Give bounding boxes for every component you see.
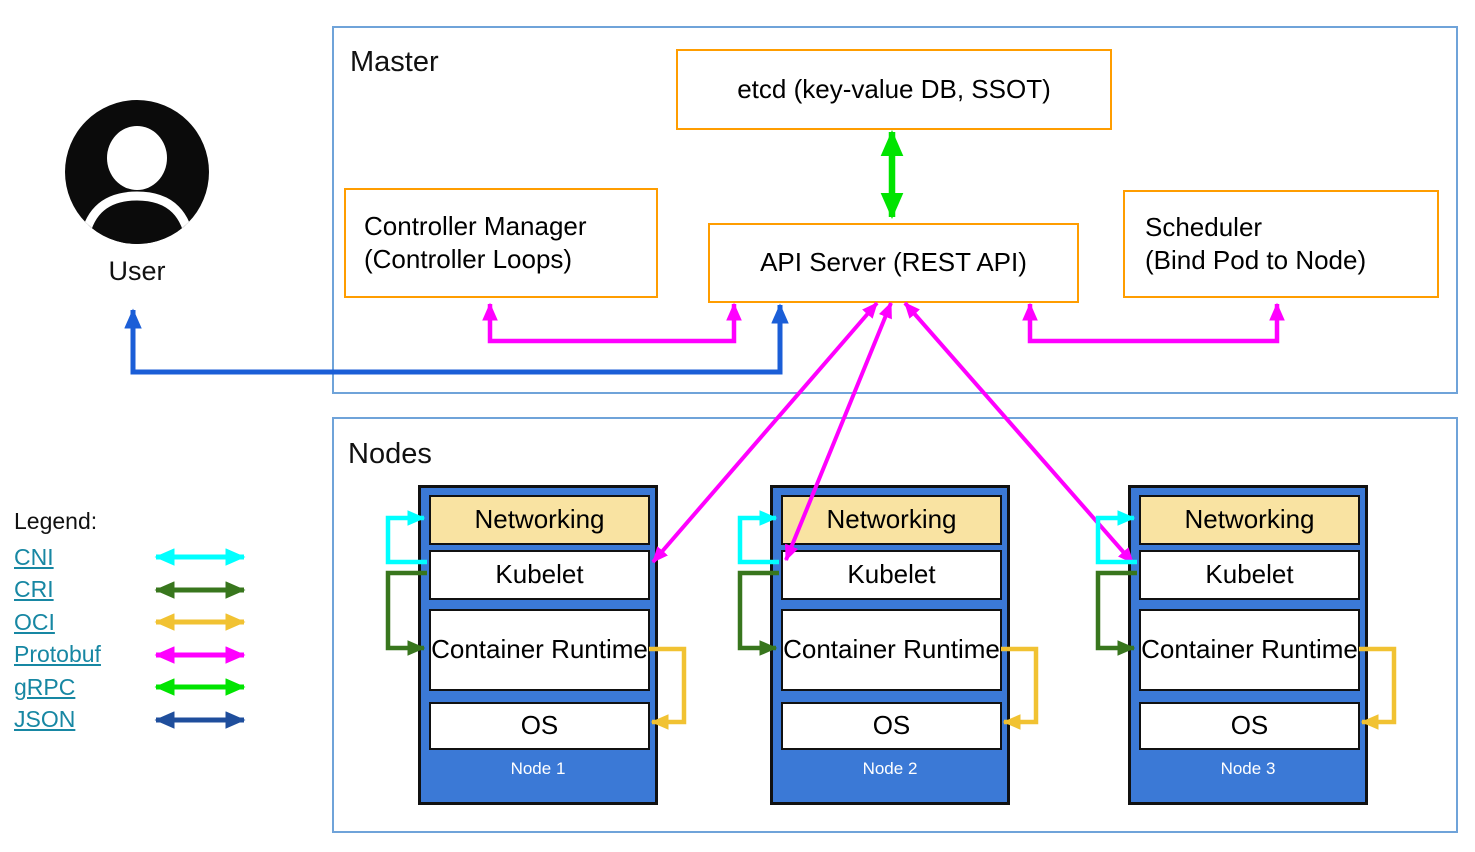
legend-arrow-protobuf	[154, 646, 246, 664]
legend-arrow-json	[154, 711, 246, 729]
node3-container-runtime-layer: Container Runtime	[1139, 609, 1360, 691]
legend-row-grpc: gRPC	[14, 671, 284, 704]
legend-link-protobuf[interactable]: Protobuf	[14, 641, 101, 668]
node-3: Networking Kubelet Container Runtime OS …	[1128, 485, 1368, 805]
api-server-box: API Server (REST API)	[708, 223, 1079, 303]
etcd-box: etcd (key-value DB, SSOT)	[676, 49, 1112, 130]
etcd-label: etcd (key-value DB, SSOT)	[737, 73, 1051, 104]
node1-os-layer: OS	[429, 702, 650, 750]
node-2: Networking Kubelet Container Runtime OS …	[770, 485, 1010, 805]
legend-link-grpc[interactable]: gRPC	[14, 673, 76, 700]
node3-os-layer: OS	[1139, 702, 1360, 750]
legend-arrow-grpc	[154, 678, 246, 696]
master-frame	[332, 26, 1458, 394]
scheduler-line1: Scheduler	[1145, 211, 1263, 242]
master-title: Master	[350, 46, 439, 78]
scheduler-line2: (Bind Pod to Node)	[1145, 245, 1367, 275]
legend-arrow-cri	[154, 581, 246, 599]
legend-row-cni: CNI	[14, 541, 284, 574]
node2-container-runtime-layer: Container Runtime	[781, 609, 1002, 691]
node2-label: Node 2	[862, 759, 918, 778]
controller-manager-box: Controller Manager (Controller Loops)	[344, 188, 658, 298]
node3-networking-layer: Networking	[1139, 495, 1360, 545]
node1-kubelet-layer: Kubelet	[429, 550, 650, 600]
node3-label: Node 3	[1220, 759, 1276, 778]
legend-arrow-oci	[154, 613, 246, 631]
controller-manager-line1: Controller Manager	[364, 210, 587, 241]
legend-row-protobuf: Protobuf	[14, 639, 284, 672]
node2-os-layer: OS	[781, 702, 1002, 750]
legend: Legend: CNI CRI OCI Protobuf gRP	[14, 508, 284, 736]
legend-arrow-cni	[154, 548, 246, 566]
scheduler-box: Scheduler (Bind Pod to Node)	[1123, 190, 1439, 298]
legend-row-cri: CRI	[14, 574, 284, 607]
node1-networking-layer: Networking	[429, 495, 650, 545]
legend-link-json[interactable]: JSON	[14, 706, 76, 733]
node2-kubelet-layer: Kubelet	[781, 550, 1002, 600]
legend-link-cni[interactable]: CNI	[14, 543, 54, 570]
legend-title: Legend:	[14, 508, 98, 534]
node1-label: Node 1	[510, 759, 566, 778]
node3-kubelet-layer: Kubelet	[1139, 550, 1360, 600]
legend-row-oci: OCI	[14, 606, 284, 639]
legend-row-json: JSON	[14, 704, 284, 737]
legend-link-cri[interactable]: CRI	[14, 576, 54, 603]
api-server-label: API Server (REST API)	[760, 247, 1027, 278]
node-1: Networking Kubelet Container Runtime OS …	[418, 485, 658, 805]
nodes-frame	[332, 417, 1458, 833]
controller-manager-line2: (Controller Loops)	[364, 244, 573, 274]
legend-link-oci[interactable]: OCI	[14, 608, 55, 635]
user-avatar-icon	[63, 98, 211, 251]
nodes-title: Nodes	[348, 438, 432, 470]
node2-networking-layer: Networking	[781, 495, 1002, 545]
user-label: User	[108, 256, 166, 286]
node1-container-runtime-layer: Container Runtime	[429, 609, 650, 691]
